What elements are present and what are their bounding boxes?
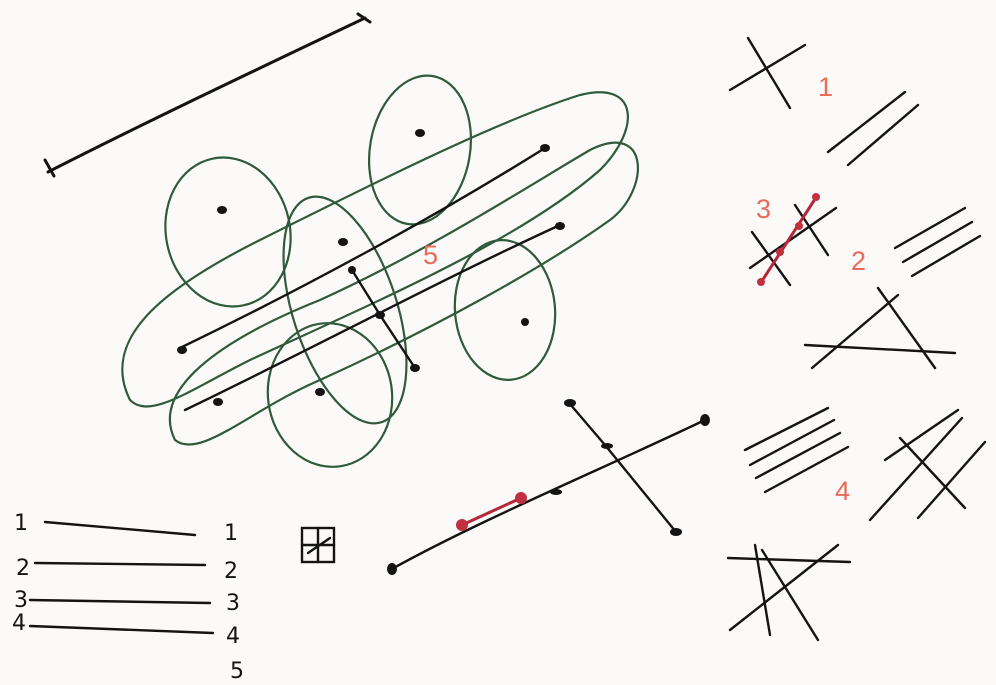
right-number-1: 1	[224, 521, 238, 546]
cluster-edges	[178, 146, 562, 412]
right-number-3: 3	[226, 591, 240, 616]
left-number-2: 2	[16, 556, 30, 581]
label-1: 1	[818, 72, 833, 102]
example-4	[743, 406, 987, 522]
loop-cluster	[121, 74, 639, 468]
label-5: 5	[423, 240, 438, 270]
right-number-2: 2	[224, 559, 238, 584]
highlighted-segment	[460, 496, 523, 527]
numbered-lines	[28, 520, 215, 635]
green-loops	[121, 74, 639, 468]
label-2: 2	[851, 246, 866, 276]
highlighted-line	[758, 194, 819, 286]
crossing-segments	[387, 399, 710, 575]
top-segment	[43, 12, 372, 178]
example-1	[728, 36, 920, 167]
label-3: 3	[756, 194, 771, 224]
left-number-3: 3	[14, 588, 28, 613]
left-number-1: 1	[14, 511, 28, 536]
example-bottom-right	[726, 543, 852, 642]
grid-glyph	[300, 526, 336, 564]
example-2-and-3	[748, 193, 982, 370]
right-number-4: 4	[226, 624, 240, 649]
cluster-nodes	[177, 129, 565, 406]
left-number-4: 4	[12, 611, 26, 636]
label-4: 4	[835, 476, 850, 506]
right-number-5: 5	[230, 659, 244, 684]
